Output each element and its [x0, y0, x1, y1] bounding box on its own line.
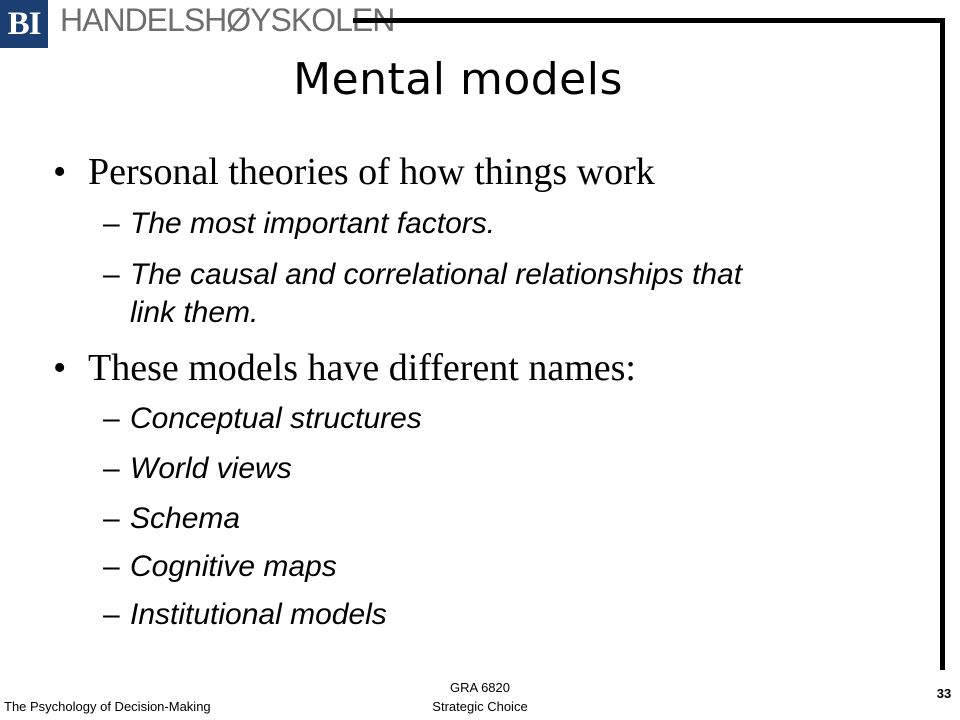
dash-icon: – — [103, 550, 120, 583]
sub-item-text: The most important factors. — [130, 207, 496, 240]
bi-logo-icon: BI — [0, 0, 48, 48]
bullet-text: These models have different names: — [88, 347, 636, 389]
footer-course-title: The Psychology of Decision-Making — [4, 699, 211, 714]
dash-icon: – — [103, 502, 120, 535]
dash-icon: – — [103, 402, 120, 435]
dash-icon: – — [103, 598, 120, 631]
right-rule-divider — [940, 18, 945, 670]
sub-item-text: Schema — [130, 502, 241, 535]
sub-item-text: Cognitive maps — [130, 550, 337, 583]
dash-icon: – — [103, 207, 120, 240]
sub-item-text: Institutional models — [130, 598, 387, 631]
top-rule-divider — [353, 18, 945, 23]
dash-icon: – — [103, 258, 120, 291]
dash-icon: – — [103, 452, 120, 485]
slide-title: Mental models — [293, 54, 623, 105]
bullet-icon: • — [53, 151, 67, 193]
sub-item-text: Conceptual structures — [130, 402, 422, 435]
footer-course-code: GRA 6820 — [450, 680, 510, 695]
bullet-icon: • — [53, 347, 67, 389]
sub-item-text: link them. — [130, 296, 259, 329]
sub-item-text: The causal and correlational relationshi… — [130, 258, 743, 291]
sub-item-text: World views — [130, 452, 292, 485]
bullet-text: Personal theories of how things work — [88, 151, 655, 193]
school-name-logo: HANDELSHØYSKOLEN — [60, 2, 395, 38]
footer-course-name: Strategic Choice — [432, 699, 528, 714]
page-number: 33 — [936, 686, 952, 701]
